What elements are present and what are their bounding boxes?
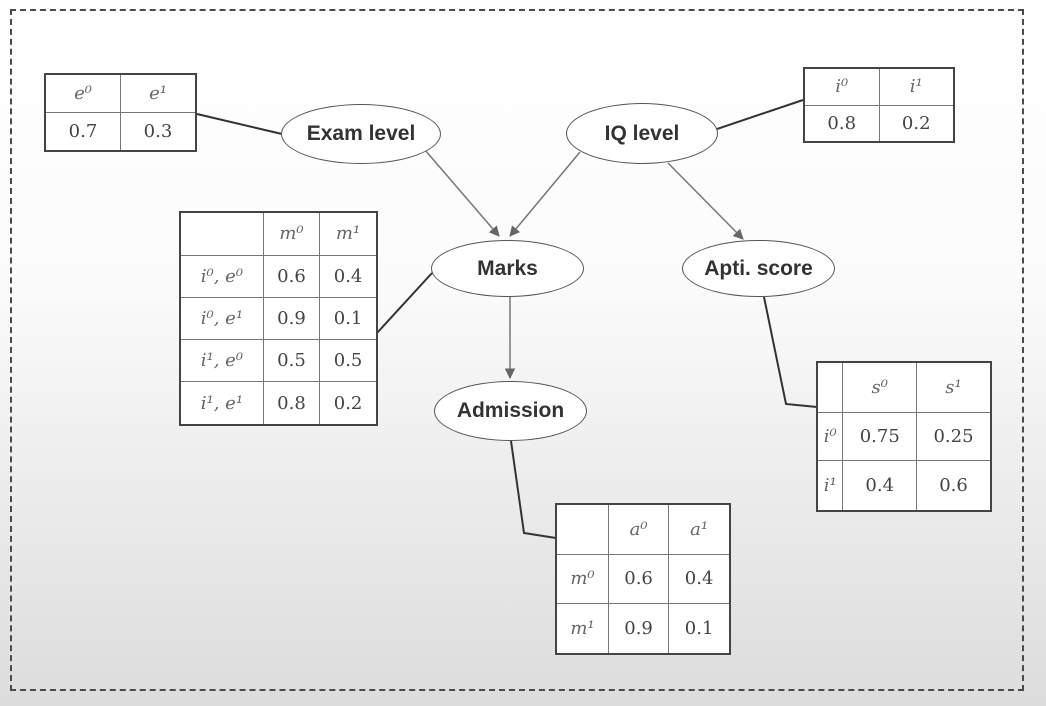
edge-iq-to-apti	[667, 162, 744, 240]
connector-exam-table	[196, 113, 283, 135]
cpt-header: e⁰	[44, 73, 121, 113]
cpt-row-label: i¹	[816, 460, 844, 512]
cpt-value: 0.8	[262, 381, 321, 426]
cpt-row-label: i¹, e⁰	[179, 339, 264, 383]
cpt-row-label: m⁰	[555, 553, 609, 605]
cpt-value: 0.4	[842, 460, 918, 512]
connector-apti-table	[763, 296, 818, 408]
cpt-corner	[555, 503, 609, 555]
node-exam-level: Exam level	[281, 104, 441, 164]
cpt-header: i⁰	[803, 67, 880, 106]
cpt-row-label: m¹	[555, 603, 609, 655]
cpt-value: 0.9	[262, 296, 321, 341]
node-marks: Marks	[431, 240, 584, 297]
cpt-value: 0.1	[319, 296, 378, 341]
connector-admission-table	[510, 440, 557, 539]
cpt-value: 0.5	[319, 339, 378, 383]
cpt-value: 0.25	[916, 411, 992, 462]
cpt-value: 0.3	[120, 112, 197, 152]
cpt-value: 0.6	[262, 254, 321, 298]
cpt-value: 0.75	[842, 411, 918, 462]
cpt-header: s⁰	[842, 361, 918, 413]
cpt-corner	[179, 211, 264, 256]
cpt-row-label: i⁰, e¹	[179, 296, 264, 341]
node-apti-score: Apti. score	[682, 240, 835, 297]
cpt-value: 0.2	[878, 104, 955, 143]
cpt-value: 0.8	[803, 104, 880, 143]
cpt-exam-level: e⁰ e¹ 0.7 0.3	[44, 73, 197, 152]
cpt-row-label: i⁰	[816, 411, 844, 462]
connector-iq-table	[716, 99, 804, 130]
cpt-value: 0.1	[668, 603, 731, 655]
cpt-row-label: i¹, e¹	[179, 381, 264, 426]
cpt-header: m⁰	[262, 211, 321, 256]
cpt-header: a⁰	[607, 503, 670, 555]
cpt-iq-level: i⁰ i¹ 0.8 0.2	[803, 67, 955, 143]
cpt-header: s¹	[916, 361, 992, 413]
node-admission: Admission	[434, 381, 587, 441]
node-iq-level: IQ level	[566, 103, 718, 164]
cpt-marks: m⁰ m¹ i⁰, e⁰ 0.6 0.4 i⁰, e¹ 0.9 0.1 i¹, …	[179, 211, 378, 426]
cpt-value: 0.4	[319, 254, 378, 298]
cpt-row-label: i⁰, e⁰	[179, 254, 264, 298]
cpt-value: 0.2	[319, 381, 378, 426]
edge-exam-to-marks	[424, 149, 500, 237]
cpt-value: 0.9	[607, 603, 670, 655]
cpt-value: 0.7	[44, 112, 121, 152]
cpt-value: 0.6	[607, 553, 670, 605]
cpt-value: 0.6	[916, 460, 992, 512]
cpt-header: i¹	[878, 67, 955, 106]
diagram-frame	[10, 9, 1024, 691]
cpt-apti-score: s⁰ s¹ i⁰ 0.75 0.25 i¹ 0.4 0.6	[816, 361, 992, 512]
cpt-header: m¹	[319, 211, 378, 256]
cpt-corner	[816, 361, 844, 413]
edge-iq-to-marks	[509, 151, 581, 237]
cpt-header: e¹	[120, 73, 197, 113]
cpt-admission: a⁰ a¹ m⁰ 0.6 0.4 m¹ 0.9 0.1	[555, 503, 731, 655]
cpt-header: a¹	[668, 503, 731, 555]
cpt-value: 0.5	[262, 339, 321, 383]
cpt-value: 0.4	[668, 553, 731, 605]
connector-marks-table	[376, 272, 433, 334]
